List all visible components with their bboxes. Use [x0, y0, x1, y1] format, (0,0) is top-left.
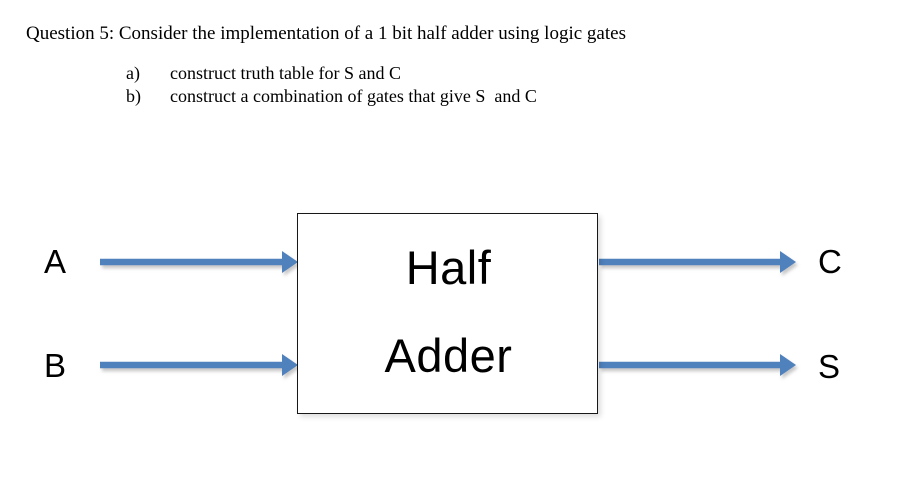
input-label-b: B	[44, 347, 67, 384]
task-list: a) construct truth table for S and C b) …	[126, 62, 746, 108]
output-label-s: S	[818, 348, 841, 385]
output-label-c: C	[818, 243, 842, 280]
half-adder-block-diagram: Half Adder A B C S	[0, 150, 905, 477]
task-item-a: a) construct truth table for S and C	[126, 62, 746, 85]
half-adder-block-title-line1: Half	[405, 241, 492, 294]
task-text-a: construct truth table for S and C	[170, 63, 401, 83]
task-marker-a: a)	[126, 63, 140, 83]
task-marker-b: b)	[126, 86, 141, 106]
half-adder-block-title-line2: Adder	[384, 329, 513, 382]
input-arrow-b	[100, 354, 298, 376]
output-arrow-s	[599, 354, 796, 376]
task-text-b: construct a combination of gates that gi…	[170, 86, 537, 106]
question-heading: Question 5: Consider the implementation …	[26, 23, 626, 44]
half-adder-block: Half Adder	[297, 213, 598, 414]
input-arrow-a	[100, 251, 298, 273]
input-label-a: A	[44, 243, 67, 280]
task-item-b: b) construct a combination of gates that…	[126, 85, 746, 108]
output-arrow-c	[599, 251, 796, 273]
signal-arrows-group	[100, 251, 796, 376]
